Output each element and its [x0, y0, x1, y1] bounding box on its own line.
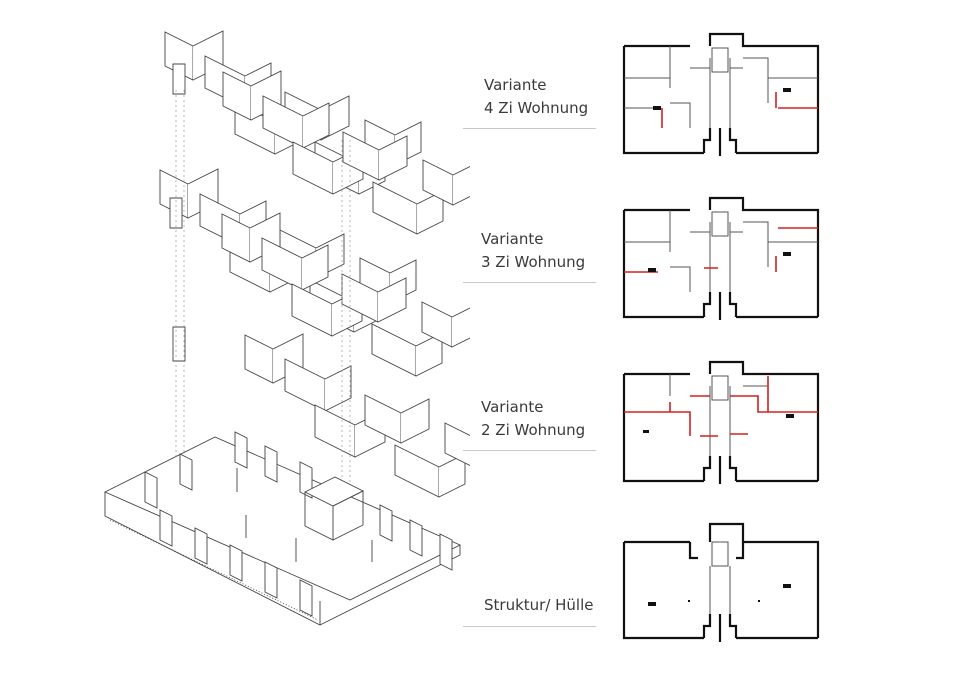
- variant-label-line1: Struktur/ Hülle: [484, 596, 594, 614]
- variant-label-4-zi: Variante 4 Zi Wohnung: [484, 74, 588, 120]
- variant-label-struktur: Struktur/ Hülle: [484, 594, 594, 617]
- divider: [463, 282, 596, 283]
- floor-plan-2-zi: [622, 360, 820, 484]
- floor-plan-4-zi: [622, 32, 820, 156]
- divider: [463, 450, 596, 451]
- variant-label-line1: Variante: [484, 76, 547, 94]
- exploded-axonometric-drawing: [103, 30, 470, 626]
- floor-plan-3-zi: [622, 196, 820, 320]
- axo-ground-shell: [103, 431, 462, 626]
- variant-label-2-zi: Variante 2 Zi Wohnung: [481, 396, 585, 442]
- divider: [463, 626, 596, 627]
- axo-level-3-zi: [159, 168, 470, 377]
- axo-level-4-zi: [164, 30, 470, 235]
- variant-label-line2: 4 Zi Wohnung: [484, 99, 589, 117]
- variant-label-line2: 3 Zi Wohnung: [481, 253, 586, 271]
- floor-plan-struktur: [622, 522, 820, 642]
- variant-label-line1: Variante: [481, 230, 544, 248]
- variant-label-3-zi: Variante 3 Zi Wohnung: [481, 228, 585, 274]
- variant-label-line1: Variante: [481, 398, 544, 416]
- variant-label-line2: 2 Zi Wohnung: [481, 421, 586, 439]
- divider: [463, 128, 596, 129]
